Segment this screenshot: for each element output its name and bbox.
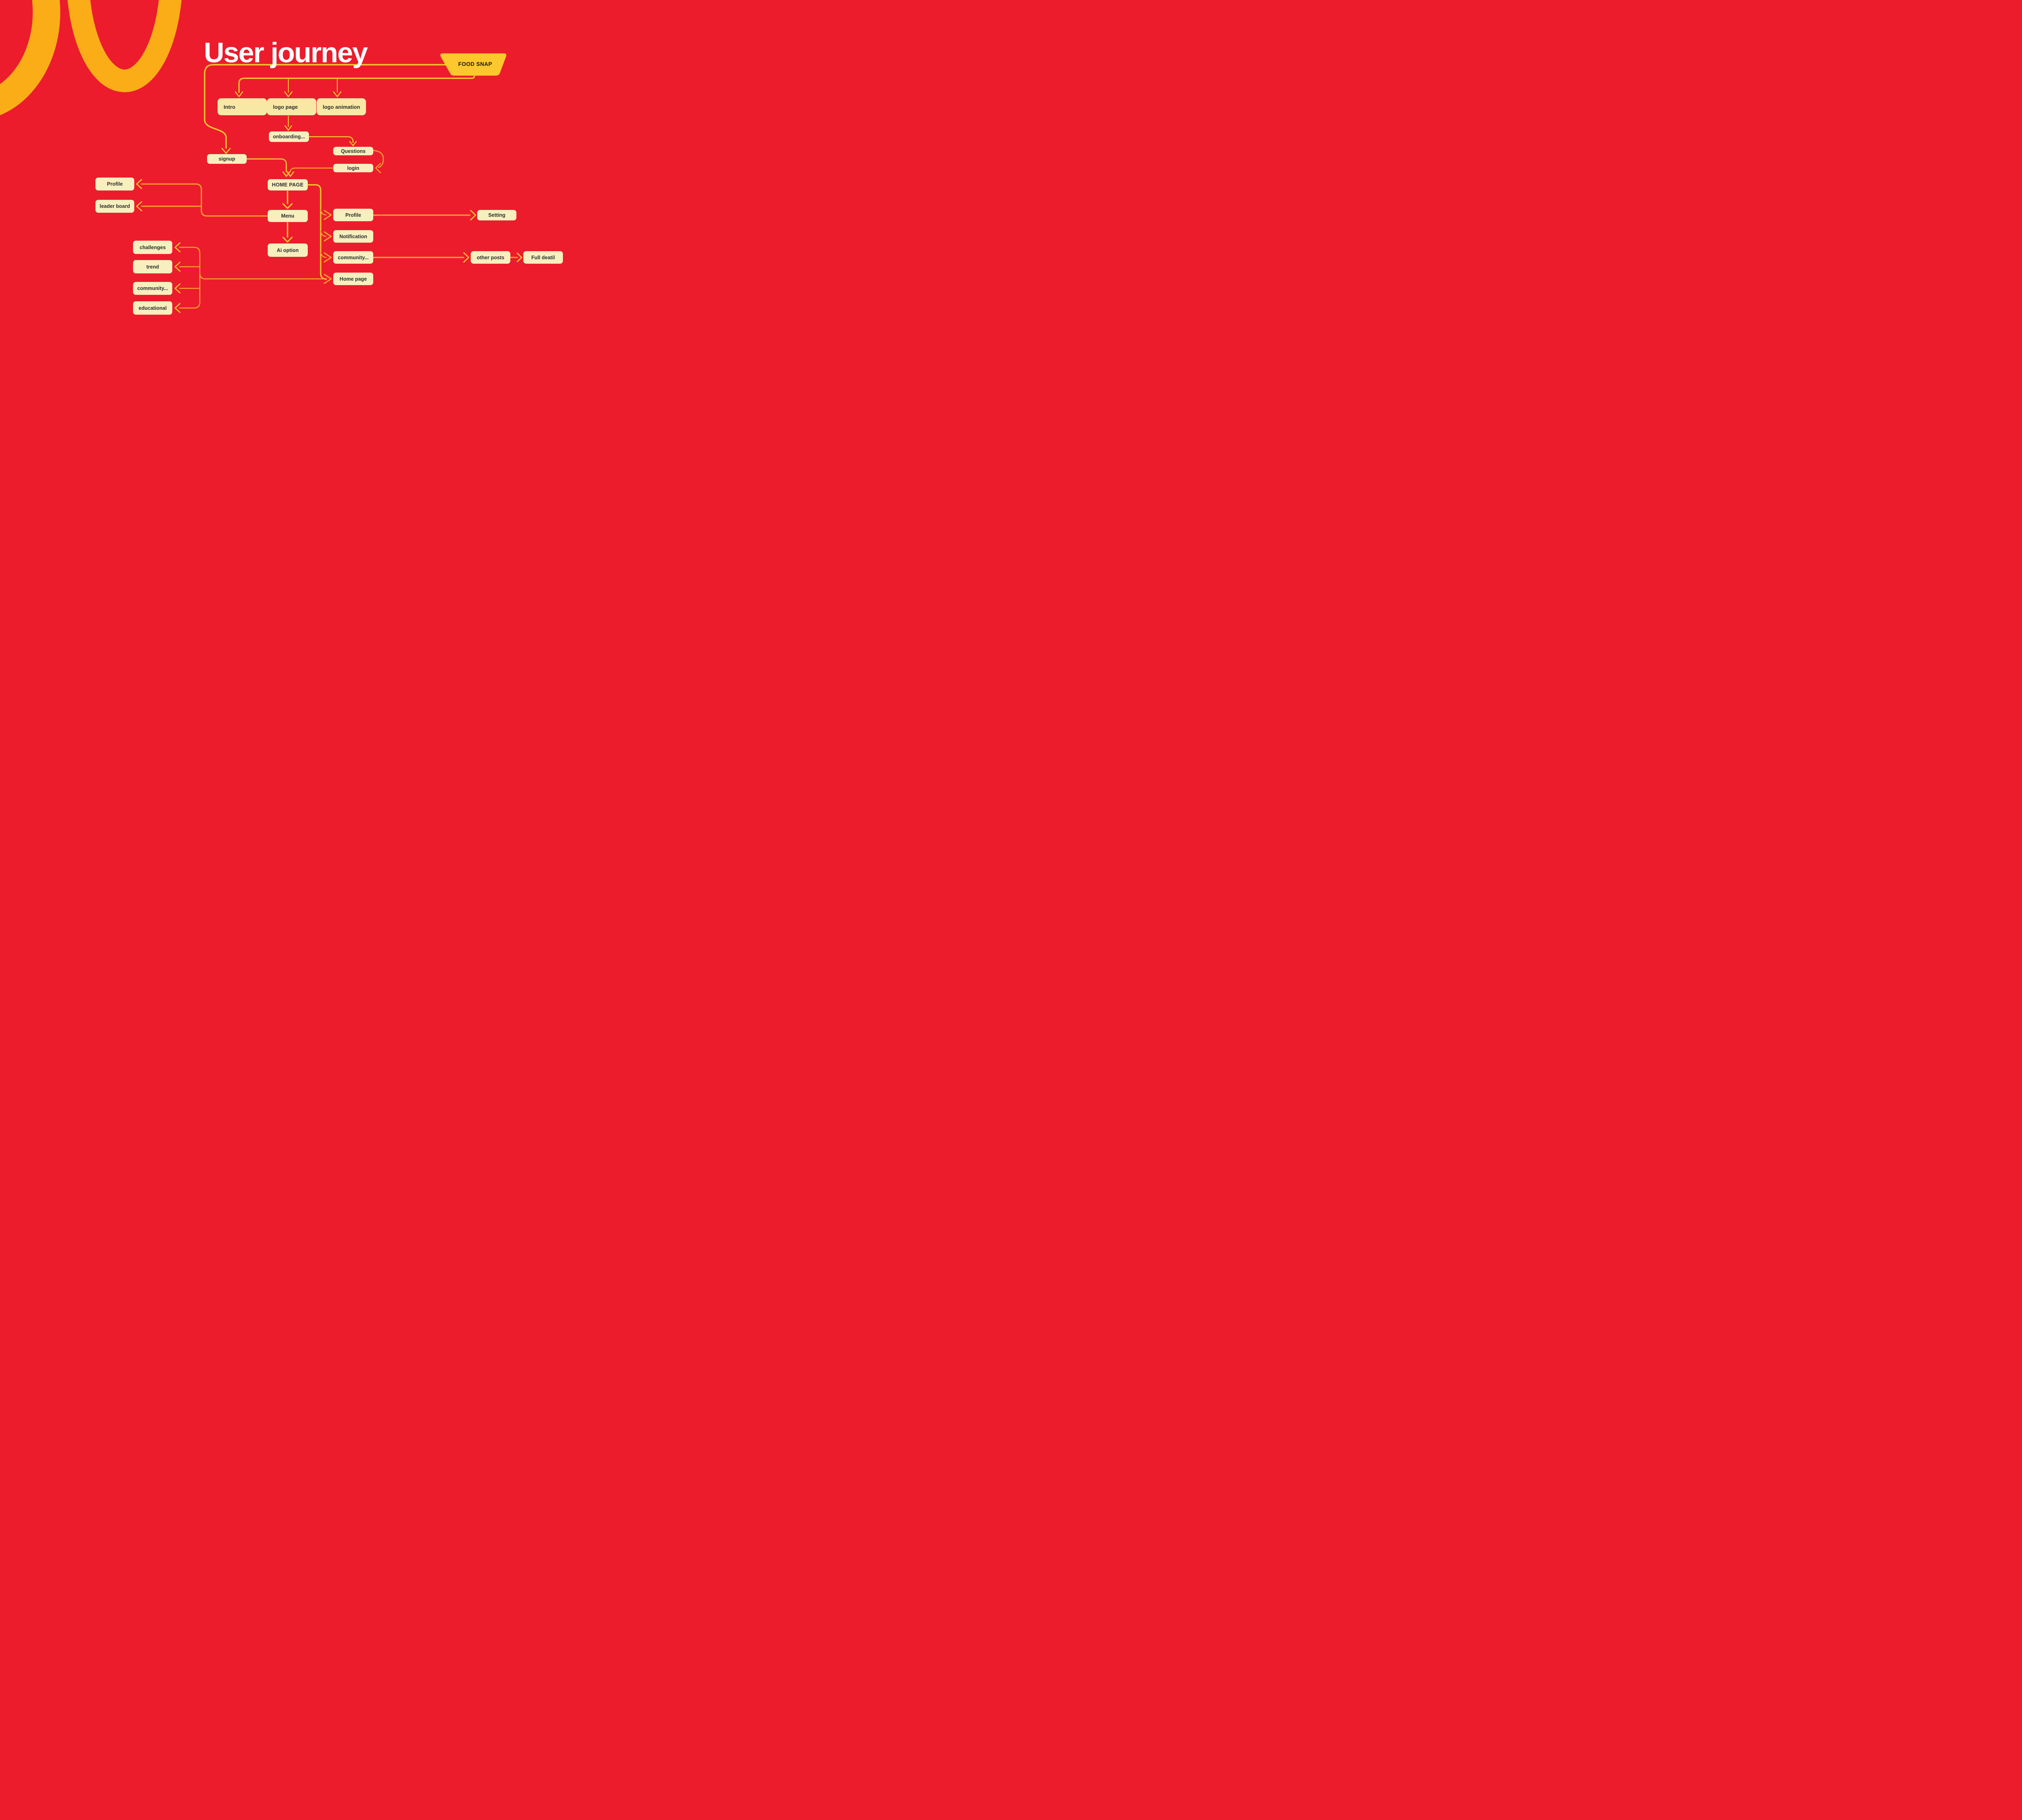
arrowhead-into-community-left-icon <box>174 283 181 294</box>
node-logo-page[interactable]: logo page <box>267 98 316 115</box>
connector-signup-homepage <box>246 158 287 172</box>
connector-trunk-profile-right <box>320 209 327 216</box>
arrowhead-into-fulldeatil-icon <box>516 252 522 262</box>
node-challenges[interactable]: challenges <box>133 241 172 254</box>
arrowhead-into-community-right-icon <box>324 252 332 262</box>
arrowhead-into-setting-icon <box>470 210 476 220</box>
node-login[interactable]: login <box>333 164 373 172</box>
node-questions[interactable]: Questions <box>333 147 373 155</box>
node-setting[interactable]: Setting <box>477 210 516 220</box>
flow-connectors-layer <box>0 0 522 313</box>
connector-menu-profile-left <box>141 183 269 217</box>
node-community-left[interactable]: community... <box>133 282 172 295</box>
node-menu[interactable]: Menu <box>268 210 308 222</box>
arrowhead-into-trend-icon <box>174 262 181 272</box>
node-ai-option[interactable]: Ai option <box>268 243 308 257</box>
decor-rings <box>0 0 182 115</box>
connector-homepage-trunk <box>307 184 327 280</box>
arrowhead-into-intro-icon <box>235 91 243 97</box>
arrowhead-into-educational-icon <box>174 303 181 313</box>
connector-trunk-notification <box>320 230 327 237</box>
connector-questions-login <box>372 150 384 168</box>
node-community-right[interactable]: community... <box>333 251 373 264</box>
ring-icon <box>0 0 60 115</box>
arrowhead-into-otherposts-icon <box>463 252 470 263</box>
arrowhead-into-login-icon <box>375 163 381 174</box>
node-full-deatil[interactable]: Full deatil <box>523 251 563 264</box>
arrowhead-into-signup-icon <box>221 148 231 154</box>
connector-homepage-right-cluster <box>199 273 324 279</box>
node-intro[interactable]: Intro <box>218 98 267 115</box>
canvas: User journey FOOD SNAP Intro logo page l… <box>0 0 634 357</box>
node-notification[interactable]: Notification <box>333 230 373 243</box>
arrowhead-into-logo-page-icon <box>284 91 293 97</box>
arrowhead-into-logo-animation-icon <box>333 91 342 97</box>
brand-trapezoid-shape[interactable] <box>440 53 507 76</box>
node-profile-left[interactable]: Profile <box>95 178 134 190</box>
connector-onboarding-questions <box>308 136 354 143</box>
node-other-posts[interactable]: other posts <box>471 251 510 264</box>
node-leader-board[interactable]: leader board <box>95 200 134 213</box>
node-profile-right[interactable]: Profile <box>333 209 373 221</box>
arrowhead-into-notification-icon <box>324 231 332 241</box>
arrowhead-into-leaderboard-icon <box>136 201 142 212</box>
node-educational[interactable]: educational <box>133 301 172 315</box>
connector-trunk-community <box>320 251 327 258</box>
arrowhead-into-aioption-icon <box>282 237 293 243</box>
arrowhead-into-homepage-right-icon <box>324 274 332 284</box>
node-home-page-right[interactable]: Home page <box>333 273 373 285</box>
arrowhead-into-questions-icon <box>349 141 357 146</box>
arrowhead-login-homepage-icon <box>286 171 294 177</box>
brand-node-food-snap[interactable]: FOOD SNAP <box>458 61 492 67</box>
node-onboarding[interactable]: onboarding... <box>269 131 309 142</box>
arrowhead-into-onboarding-icon <box>284 125 292 131</box>
node-logo-animation[interactable]: logo animation <box>317 98 366 115</box>
connector-brand-to-top-row <box>238 75 475 93</box>
connector-cluster-trunk <box>179 247 201 309</box>
node-signup[interactable]: signup <box>207 154 247 164</box>
page-title: User journey <box>204 37 368 68</box>
connector-brand-to-signup <box>204 64 448 149</box>
arrowhead-into-profile-right-icon <box>324 210 332 220</box>
arrowhead-into-challenges-icon <box>174 242 181 252</box>
node-home-page-main[interactable]: HOME PAGE <box>268 179 308 190</box>
connector-login-homepage <box>290 167 334 173</box>
node-trend[interactable]: trend <box>133 260 172 273</box>
arrowhead-into-profile-left-icon <box>136 179 142 189</box>
ring-icon <box>67 0 182 92</box>
arrowhead-into-menu-icon <box>282 203 293 209</box>
